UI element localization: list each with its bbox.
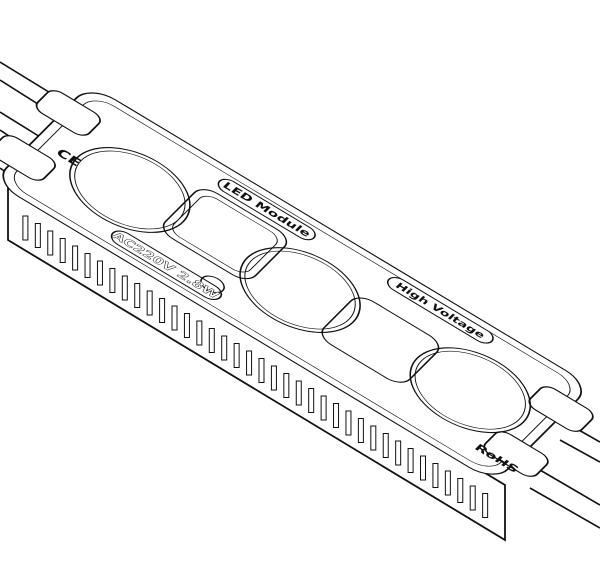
rib (246, 350, 253, 376)
rib (432, 463, 439, 488)
rib (295, 380, 302, 406)
rib (382, 433, 389, 458)
rib (96, 260, 103, 286)
rib (134, 283, 141, 308)
rib (121, 275, 128, 301)
rib (109, 268, 116, 293)
module-top: LED Module AC220V 2.8W High Voltage RoHS… (0, 90, 594, 477)
rib (258, 358, 265, 383)
wire-clip (528, 386, 594, 432)
rib (233, 343, 240, 368)
rib (482, 493, 489, 518)
rib (171, 305, 178, 331)
rib (22, 215, 29, 241)
wire-clip (35, 90, 101, 136)
round-lens (239, 247, 361, 334)
round-lens (69, 147, 191, 233)
rib (72, 245, 79, 271)
rib (221, 335, 228, 361)
rib (444, 470, 451, 496)
output-wires (529, 424, 600, 529)
rib (308, 388, 315, 413)
rib (34, 223, 41, 248)
rib (196, 320, 203, 346)
cooling-ribs (22, 215, 489, 518)
rib (208, 328, 215, 353)
round-lens (409, 347, 532, 434)
rib (345, 410, 352, 436)
rib (59, 238, 66, 263)
rib (333, 403, 340, 428)
rib (395, 440, 402, 466)
rib (84, 253, 91, 278)
rib (407, 448, 414, 473)
rib (146, 290, 153, 316)
rib (270, 365, 277, 391)
rib (469, 485, 476, 511)
square-lens (162, 189, 288, 280)
rib (159, 298, 166, 323)
rib (47, 230, 54, 256)
rib (283, 373, 290, 398)
wire-clip (483, 431, 549, 477)
rib (420, 455, 427, 481)
rib (357, 418, 364, 443)
rib (183, 313, 190, 338)
wire-clip (0, 135, 56, 181)
square-lens (321, 297, 440, 383)
rib (370, 425, 377, 451)
rib (457, 478, 464, 503)
rib (320, 395, 327, 421)
